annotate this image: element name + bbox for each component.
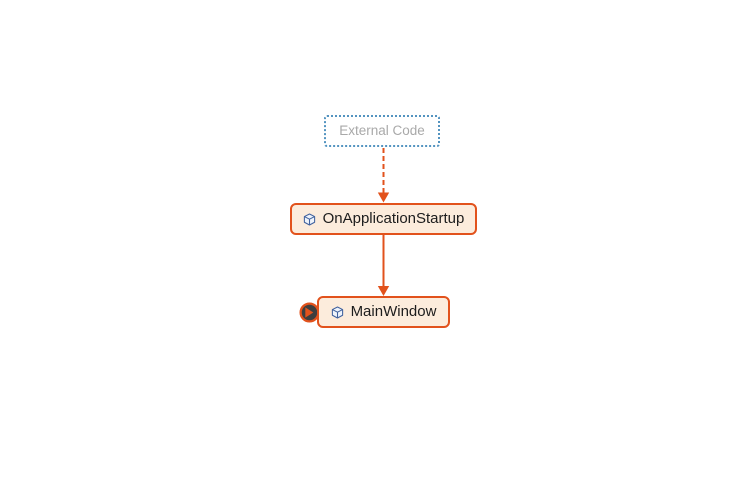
node-label: MainWindow [350, 303, 437, 320]
node-external-code[interactable]: External Code [324, 115, 440, 147]
node-onapplicationstartup[interactable]: OnApplicationStartup [290, 203, 477, 235]
edge-external-code-to-onapplicationstartup[interactable] [377, 148, 390, 203]
node-label: OnApplicationStartup [322, 210, 465, 227]
method-cube-icon [303, 212, 315, 226]
edge-arrowhead-icon [377, 286, 390, 296]
edge-arrowhead-icon [377, 192, 390, 203]
method-cube-icon [331, 305, 343, 319]
edge-onapplicationstartup-to-mainwindow[interactable] [377, 235, 390, 296]
node-label: External Code [339, 122, 425, 138]
node-mainwindow[interactable]: MainWindow [317, 296, 450, 328]
